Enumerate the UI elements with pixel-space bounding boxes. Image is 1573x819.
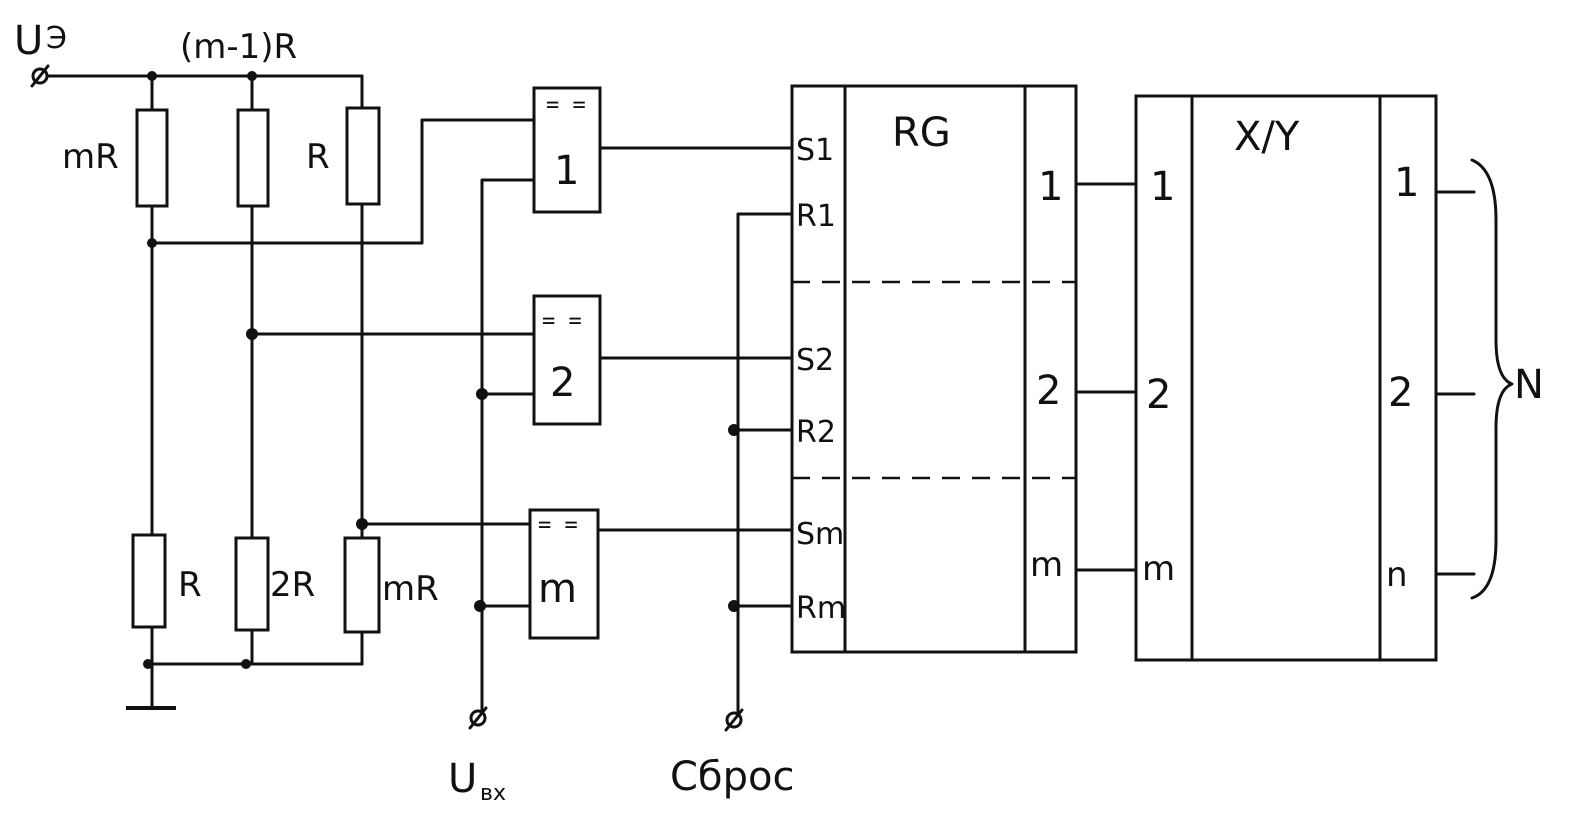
supply-label: U bbox=[14, 18, 43, 64]
divider-column-3 bbox=[343, 106, 381, 666]
comparator-1-label: 1 bbox=[554, 148, 579, 194]
reset-label: Сброс bbox=[670, 754, 794, 800]
converter-output-1: 1 bbox=[1394, 160, 1419, 206]
converter-title: X/Y bbox=[1234, 114, 1300, 160]
input-bus bbox=[480, 178, 536, 714]
register-output-m: m bbox=[1030, 545, 1063, 585]
resistor-m1R-top bbox=[236, 108, 270, 208]
register-input-R2: R2 bbox=[796, 415, 836, 450]
register-output-2: 2 bbox=[1036, 368, 1061, 414]
register-input-S2: S2 bbox=[796, 343, 834, 378]
svg-text:= =: = = bbox=[538, 513, 578, 538]
comparator-m: = = m bbox=[528, 508, 600, 640]
label-bottom-mid: 2R bbox=[270, 565, 315, 605]
register-input-S1: S1 bbox=[796, 133, 834, 168]
converter-input-1: 1 bbox=[1150, 164, 1175, 210]
input-sub-label: вх bbox=[480, 781, 506, 806]
top-resistor-label: (m-1)R bbox=[180, 27, 297, 67]
converter-input-2: 2 bbox=[1146, 372, 1171, 418]
register-input-R1: R1 bbox=[796, 199, 836, 234]
tap-wire-1 bbox=[150, 118, 536, 245]
input-label: U bbox=[448, 756, 477, 802]
input-terminal bbox=[468, 706, 488, 730]
label-top-left: mR bbox=[62, 137, 119, 177]
comparator-2: = = 2 bbox=[532, 294, 602, 426]
resistor-2R-bottom bbox=[234, 536, 270, 632]
register-output-1: 1 bbox=[1038, 164, 1063, 210]
comparator-m-label: m bbox=[538, 566, 577, 612]
label-top-right: R bbox=[306, 137, 330, 177]
resistor-mR-bottom bbox=[343, 536, 381, 634]
comparator-1: = = 1 bbox=[532, 86, 602, 214]
divider-column-1 bbox=[126, 74, 176, 710]
supply-terminal bbox=[30, 64, 364, 110]
resistor-R-bottom bbox=[131, 533, 167, 629]
bus-brace bbox=[1470, 158, 1514, 600]
converter-xy bbox=[1134, 94, 1438, 662]
converter-output-2: 2 bbox=[1388, 370, 1413, 416]
bus-label: N bbox=[1514, 362, 1544, 408]
converter-output-n: n bbox=[1386, 555, 1408, 595]
register-title: RG bbox=[892, 110, 951, 156]
label-bottom-left: R bbox=[178, 565, 202, 605]
comparator-2-label: 2 bbox=[550, 360, 575, 406]
supply-sub-label: Э bbox=[46, 21, 67, 56]
label-bottom-right: mR bbox=[382, 569, 439, 609]
divider-column-2 bbox=[234, 74, 270, 666]
register-input-Sm: Sm bbox=[796, 517, 844, 552]
svg-text:= =: = = bbox=[546, 93, 586, 118]
resistor-mR-top bbox=[135, 108, 169, 208]
svg-text:= =: = = bbox=[542, 309, 582, 334]
converter-input-m: m bbox=[1142, 549, 1175, 589]
reset-bus bbox=[736, 212, 794, 718]
reset-terminal bbox=[724, 708, 744, 732]
resistor-R-top bbox=[345, 106, 381, 206]
register-input-Rm: Rm bbox=[796, 591, 846, 626]
register-rg bbox=[790, 84, 1078, 654]
